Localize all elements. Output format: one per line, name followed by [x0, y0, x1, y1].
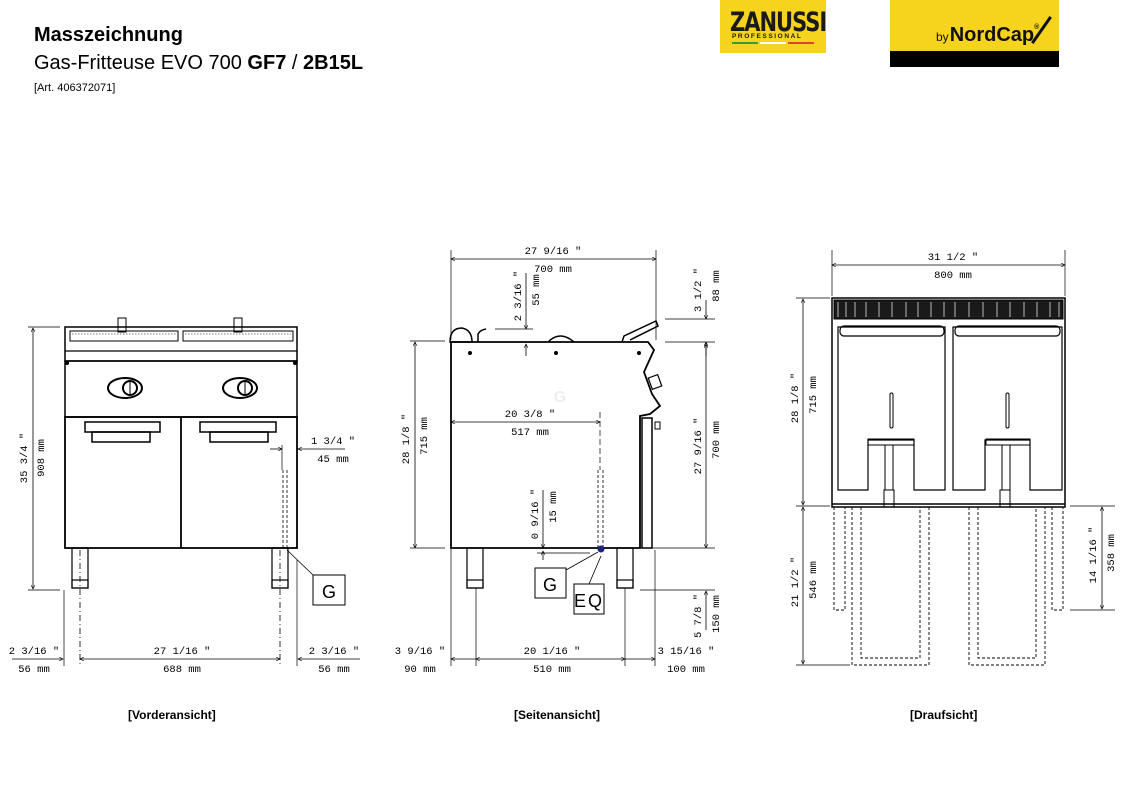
front-offset-inch: 1 3/4 " — [311, 436, 355, 448]
top-depth-mm: 715 mm — [808, 376, 820, 414]
side-center-inch: 20 1/16 " — [524, 646, 581, 658]
front-left-inch: 2 3/16 " — [9, 646, 59, 658]
side-left-mm: 90 mm — [404, 664, 436, 676]
page-title: Masszeichnung — [34, 24, 183, 46]
nordcap-logo-band — [890, 51, 1059, 67]
product-separator: / — [286, 52, 303, 74]
side-lid-mm: 88 mm — [711, 270, 723, 302]
italian-flag-green-stripe — [732, 42, 758, 44]
top-view — [796, 250, 1115, 666]
side-top-mm: 55 mm — [531, 274, 543, 306]
side-lid-inch: 3 1/2 " — [693, 268, 705, 312]
side-width-mm: 700 mm — [534, 264, 572, 276]
side-gas-mm: 15 mm — [548, 491, 560, 523]
control-knob-left-icon — [107, 377, 143, 399]
product-code: 2B15L — [303, 52, 364, 74]
front-view — [12, 317, 360, 666]
document-header: Masszeichnung Gas-Fritteuse EVO 700 GF7 … — [34, 22, 363, 94]
side-view-caption: [Seitenansicht] — [514, 708, 601, 722]
side-width-inch: 27 9/16 " — [525, 246, 582, 258]
gas-connection-label: G — [322, 582, 336, 602]
italian-flag-white-stripe — [760, 42, 786, 44]
front-height-inch: 35 3/4 " — [19, 433, 31, 483]
top-basket-inch: 21 1/2 " — [790, 557, 802, 607]
side-right-mm: 100 mm — [667, 664, 705, 676]
zanussi-logo-name: ZANUSSI — [730, 7, 827, 37]
product-name: Gas-Fritteuse EVO 700 — [34, 52, 248, 74]
side-inner-mm: 517 mm — [511, 427, 549, 439]
side-left-inch: 3 9/16 " — [395, 646, 445, 658]
side-leg-mm: 150 mm — [711, 595, 723, 633]
front-right-inch: 2 3/16 " — [309, 646, 359, 658]
front-offset-mm: 45 mm — [317, 454, 349, 466]
side-right-height-inch: 27 9/16 " — [693, 418, 705, 475]
front-view-caption: [Vorderansicht] — [128, 708, 216, 722]
side-gas-inch: 0 9/16 " — [530, 489, 542, 539]
article-number: [Art. 406372071] — [34, 82, 116, 94]
top-drawer-mm: 358 mm — [1106, 534, 1118, 572]
side-gas-connection-label: G — [543, 575, 557, 595]
watermark-g: G — [554, 389, 566, 406]
side-inner-inch: 20 3/8 " — [505, 409, 555, 421]
side-right-inch: 3 15/16 " — [658, 646, 715, 658]
equipotential-label: EQ — [574, 591, 604, 611]
nordcap-logo: byNordCap® — [890, 0, 1059, 67]
top-width-inch: 31 1/2 " — [928, 252, 978, 264]
top-depth-inch: 28 1/8 " — [790, 373, 802, 423]
top-drawer-inch: 14 1/16 " — [1088, 527, 1100, 584]
side-view — [410, 250, 715, 666]
product-title: Gas-Fritteuse EVO 700 GF7 / 2B15L — [34, 50, 363, 76]
front-view-dimensions: 35 3/4 " 908 mm 1 3/4 " 45 mm G 2 3/16 "… — [9, 433, 359, 676]
italian-flag-red-stripe — [788, 42, 814, 44]
side-body-inch: 28 1/8 " — [401, 414, 413, 464]
top-view-caption: [Draufsicht] — [910, 708, 978, 722]
side-view-dimensions: 27 9/16 " 700 mm 2 3/16 " 55 mm 3 1/2 " … — [395, 246, 723, 676]
top-basket-mm: 546 mm — [808, 561, 820, 599]
front-height-mm: 908 mm — [36, 439, 48, 477]
zanussi-logo: ZANUSSI PROFESSIONAL — [720, 0, 827, 53]
front-center-mm: 688 mm — [163, 664, 201, 676]
top-width-mm: 800 mm — [934, 270, 972, 282]
side-body-mm: 715 mm — [419, 417, 431, 455]
nordcap-logo-text: byNordCap® — [936, 24, 1040, 46]
side-right-height-mm: 700 mm — [711, 421, 723, 459]
side-leg-inch: 5 7/8 " — [693, 594, 705, 638]
front-right-mm: 56 mm — [318, 664, 350, 676]
control-knob-right-icon — [222, 377, 258, 399]
front-left-mm: 56 mm — [18, 664, 50, 676]
front-center-inch: 27 1/16 " — [154, 646, 211, 658]
product-model: GF7 — [247, 52, 287, 74]
top-view-dimensions: 31 1/2 " 800 mm 28 1/8 " 715 mm 21 1/2 "… — [790, 252, 1118, 607]
side-top-inch: 2 3/16 " — [513, 271, 525, 321]
zanussi-logo-sub: PROFESSIONAL — [732, 33, 803, 40]
side-center-mm: 510 mm — [533, 664, 571, 676]
